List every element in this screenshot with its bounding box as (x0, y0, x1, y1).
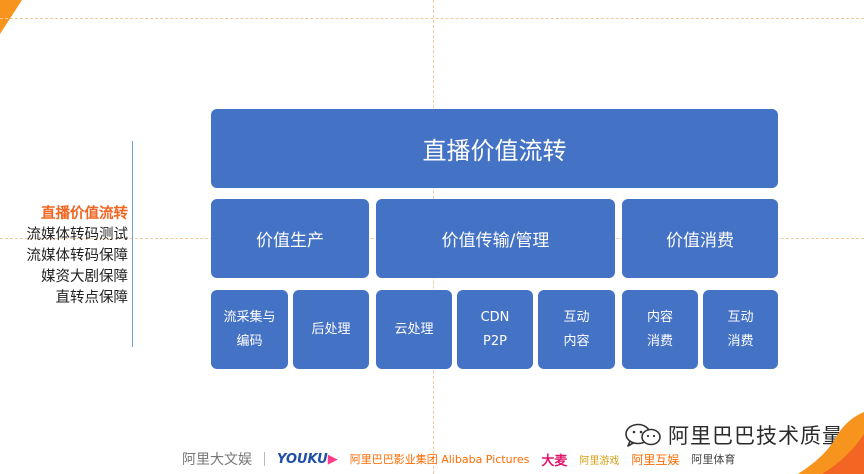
diagram-leaf-content-consumption: 内容 消费 (622, 290, 698, 369)
corner-decoration-icon (798, 412, 864, 474)
logo-ali-hudong: 阿里互娱 (631, 452, 680, 467)
logo-alibaba-pictures: 阿里巴巴影业集团 Alibaba Pictures (349, 453, 530, 466)
guide-line-top (0, 18, 864, 19)
logo-damai: 大麦 (541, 453, 568, 469)
diagram-leaf-interactive-content: 互动 内容 (538, 290, 615, 369)
wechat-icon (625, 423, 661, 447)
logo-ali-games: 阿里游戏 (579, 455, 620, 467)
sidebar-item-transcode-test[interactable]: 流媒体转码测试 (26, 227, 129, 243)
sidebar-nav: 直播价值流转 流媒体转码测试 流媒体转码保障 媒资大剧保障 直转点保障 (0, 204, 129, 309)
logo-ali-sports: 阿里体育 (691, 453, 736, 466)
sidebar-item-live-value-flow[interactable]: 直播价值流转 (41, 206, 128, 222)
logo-youku: YOUKU▶ (277, 451, 338, 467)
diagram-root-node: 直播价值流转 (211, 109, 778, 188)
sidebar-item-live-to-vod-guarantee[interactable]: 直转点保障 (55, 290, 129, 306)
diagram-leaf-post-processing: 后处理 (293, 290, 369, 369)
logo-alibaba-entertainment: 阿里大文娱 (182, 452, 252, 468)
diagram-node-value-transmission: 价值传输/管理 (376, 199, 615, 278)
diagram-node-value-consumption: 价值消费 (622, 199, 778, 278)
footer-separator (264, 452, 265, 466)
diagram-leaf-cdn-p2p: CDN P2P (457, 290, 533, 369)
corner-decoration-top-left (0, 0, 22, 34)
diagram-leaf-interactive-consumption: 互动 消费 (703, 290, 778, 369)
sidebar-item-media-drama-guarantee[interactable]: 媒资大剧保障 (41, 269, 128, 285)
sidebar-divider (132, 141, 133, 347)
wechat-watermark: 阿里巴巴技术质量 (624, 420, 844, 450)
play-icon: ▶ (327, 451, 338, 467)
diagram-node-value-production: 价值生产 (211, 199, 369, 278)
diagram-leaf-capture-encode: 流采集与 编码 (211, 290, 288, 369)
footer-logos: 阿里大文娱 YOUKU▶ 阿里巴巴影业集团 Alibaba Pictures 大… (182, 446, 735, 472)
watermark-text: 阿里巴巴技术质量 (668, 424, 844, 448)
diagram-leaf-cloud-processing: 云处理 (376, 290, 452, 369)
sidebar-item-transcode-guarantee[interactable]: 流媒体转码保障 (26, 248, 129, 264)
